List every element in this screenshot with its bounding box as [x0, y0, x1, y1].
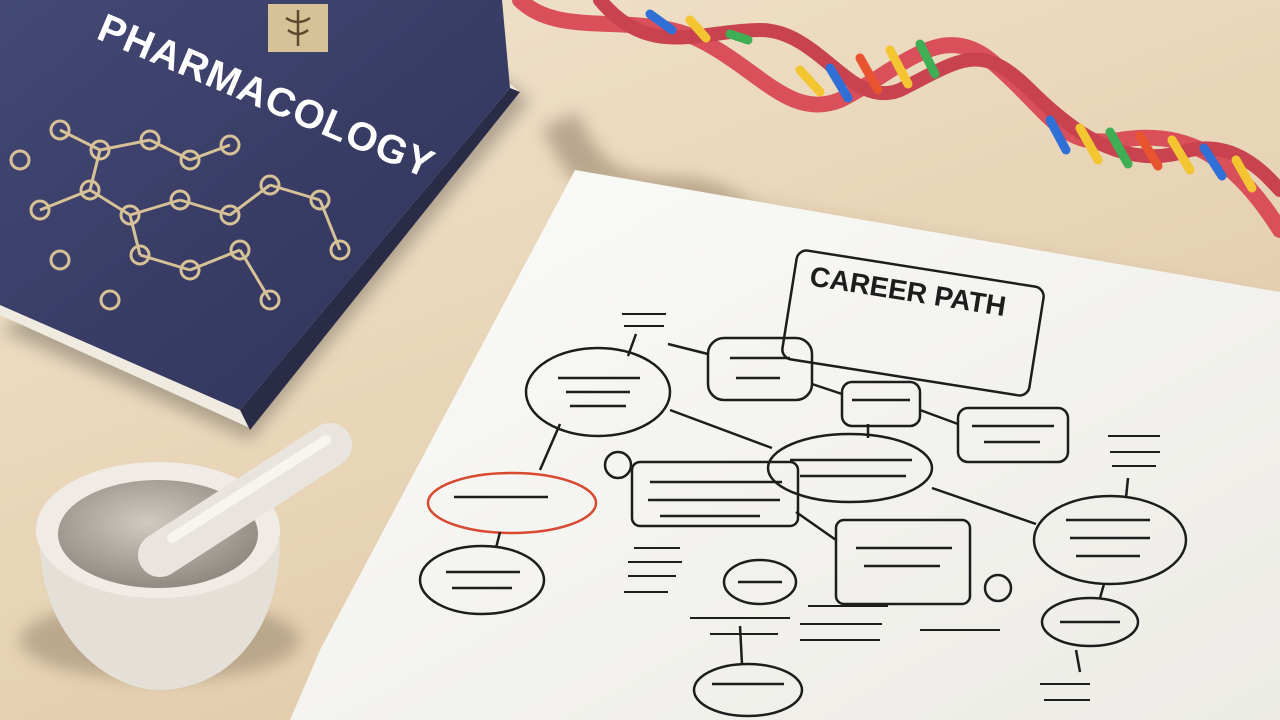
pharmacology-book: PHARMACOLOGY — [0, 0, 530, 440]
flow-node-10 — [1032, 494, 1188, 586]
dna-base-pairs — [645, 9, 1257, 193]
flow-node-9 — [834, 518, 972, 606]
flow-node-12 — [692, 662, 804, 718]
pestle — [138, 423, 352, 577]
mortar-and-pestle — [20, 423, 352, 690]
career-path-title-box — [781, 249, 1045, 397]
flow-node-3 — [840, 380, 922, 428]
book-cover — [0, 0, 510, 410]
flow-node-4 — [956, 406, 1070, 464]
dna-helix-model — [512, 0, 1280, 238]
flow-connectors — [494, 333, 1130, 673]
flow-node-6 — [630, 460, 800, 528]
flow-node-2 — [706, 336, 814, 402]
caduceus-icon — [285, 10, 311, 46]
career-path-sheet — [290, 168, 1280, 720]
flow-node-8 — [418, 544, 546, 616]
scribble-notes — [622, 313, 1160, 701]
flow-node-highlighted — [426, 471, 598, 535]
sketch-cloud-icon — [983, 573, 1013, 603]
flow-node-11 — [1040, 596, 1140, 648]
flow-node-13 — [722, 558, 798, 606]
sketch-flask-icon — [603, 450, 633, 480]
molecule-illustration — [9, 119, 351, 311]
career-path-flowchart — [418, 249, 1188, 718]
flow-node-5 — [766, 432, 934, 504]
flow-node-1 — [524, 346, 672, 438]
